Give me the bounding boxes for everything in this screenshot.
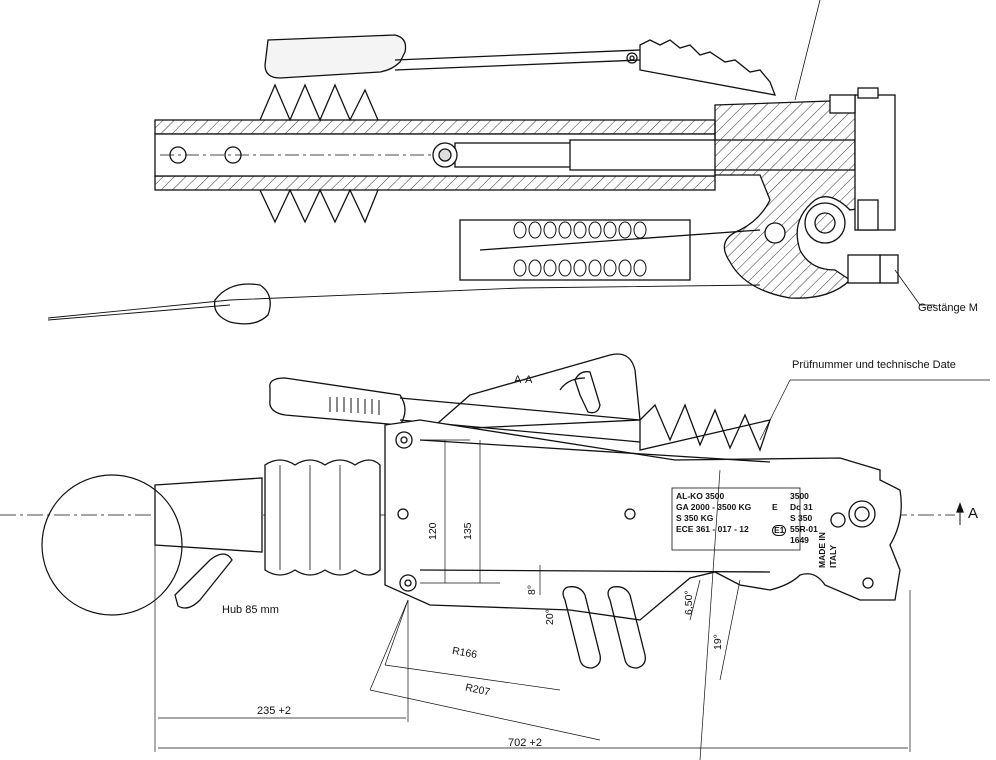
drawbar-tube-top [154, 119, 716, 135]
section-label: A-A [514, 374, 533, 386]
spring-coils [513, 221, 647, 277]
dim-135: 135 [462, 522, 474, 540]
label-gestaenge: Gestänge M [918, 302, 978, 314]
plate-line1-right: 3500 [790, 491, 809, 501]
bellows-top-right [639, 39, 777, 96]
side-view [0, 353, 990, 760]
plate-line5-right: 1649 [790, 535, 809, 545]
plate-line4-left: ECE 361 - 017 - 12 [676, 524, 749, 534]
coupling-head-section [714, 99, 881, 299]
slot-1 [562, 586, 601, 669]
plate-line3-left: S 350 KG [676, 513, 714, 523]
breakaway-cable-top [47, 284, 761, 319]
dim-235: 235 +2 [257, 705, 291, 717]
bellows-side-left [264, 459, 381, 576]
label-pruefnummer: Prüfnummer und technische Date [792, 359, 956, 371]
dim-19deg: 19° [712, 634, 724, 650]
plate-line2-left: GA 2000 - 3500 KG [676, 502, 752, 512]
plate-line3-right: S 350 [790, 513, 813, 523]
spring-housing [459, 219, 691, 281]
carabiner-side [174, 553, 233, 609]
breakaway-cable-loop [41, 474, 183, 616]
mounting-bracket [428, 353, 641, 431]
stroke-label: Hub 85 mm [222, 604, 279, 616]
plate-italy: ITALY [828, 544, 838, 568]
section-marker: A [968, 505, 979, 522]
coupling-body [384, 419, 902, 621]
dim-120: 120 [427, 522, 439, 540]
bellows-side-right [639, 403, 771, 452]
dim-8deg: 8° [526, 584, 538, 595]
carabiner-top [213, 283, 271, 325]
plate-line2-e: E [772, 502, 778, 512]
bellows-top-left [259, 83, 379, 122]
handbrake-lever-top [264, 34, 407, 79]
plate-line2-right: Dc 31 [790, 502, 813, 512]
dimension-lines [154, 379, 990, 760]
plate-e1-mark: E1 [772, 525, 787, 536]
top-sectional-view [47, 0, 935, 325]
plate-made-in: MADE IN [817, 532, 827, 568]
dim-650deg: 6,50° [683, 590, 695, 615]
dim-702: 702 +2 [508, 737, 542, 749]
plate-line1-left: AL-KO 3500 [676, 491, 725, 501]
slot-2 [607, 586, 646, 669]
dim-20deg: 20° [544, 609, 556, 625]
plate-line4-right: 55R-01 [790, 524, 818, 534]
type-plate [671, 487, 801, 551]
drawbar-end [154, 477, 263, 553]
